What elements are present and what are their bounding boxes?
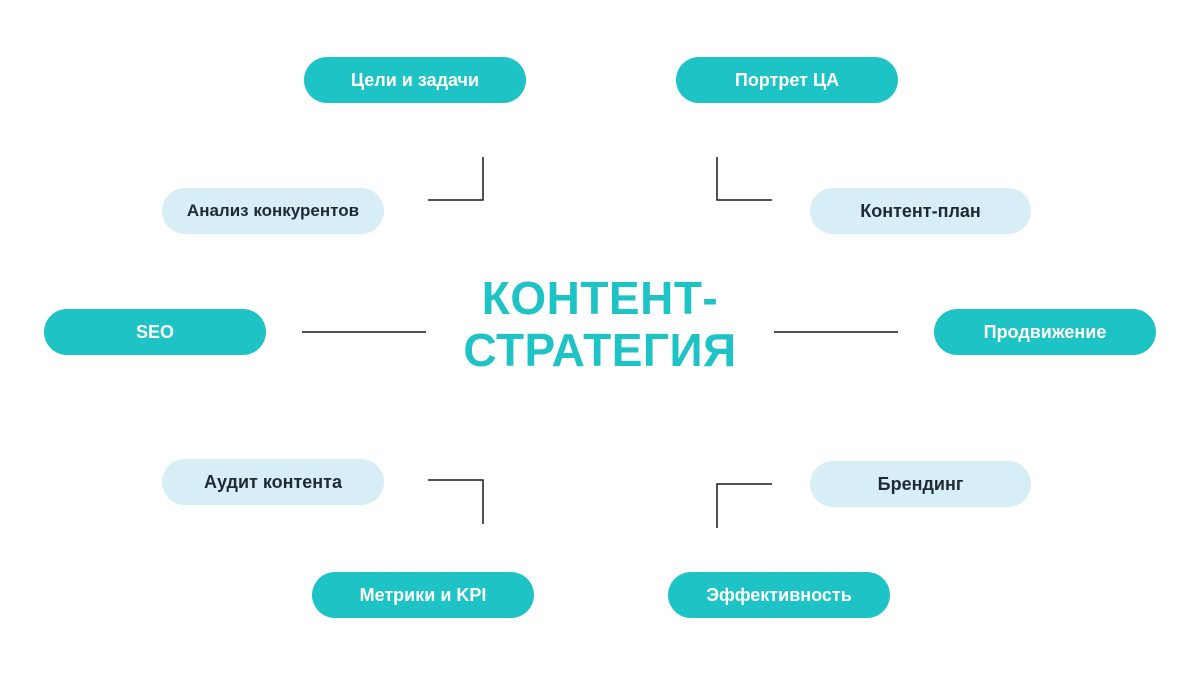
node-audit: Аудит контента xyxy=(162,459,384,505)
node-branding: Брендинг xyxy=(810,461,1031,507)
center-title: КОНТЕНТ- СТРАТЕГИЯ xyxy=(400,272,800,376)
center-title-line1: КОНТЕНТ- xyxy=(481,272,719,324)
connector-top-left xyxy=(428,157,484,201)
node-audience: Портрет ЦА xyxy=(676,57,898,103)
center-title-line2: СТРАТЕГИЯ xyxy=(463,324,737,376)
node-promotion: Продвижение xyxy=(934,309,1156,355)
node-competitors: Анализ конкурентов xyxy=(162,188,384,234)
node-content-plan: Контент-план xyxy=(810,188,1031,234)
connector-bottom-right xyxy=(716,483,772,528)
node-seo: SEO xyxy=(44,309,266,355)
node-metrics: Метрики и KPI xyxy=(312,572,534,618)
node-efficiency: Эффективность xyxy=(668,572,890,618)
connector-bottom-left xyxy=(428,479,484,524)
connector-top-right xyxy=(716,157,772,201)
node-goals: Цели и задачи xyxy=(304,57,526,103)
